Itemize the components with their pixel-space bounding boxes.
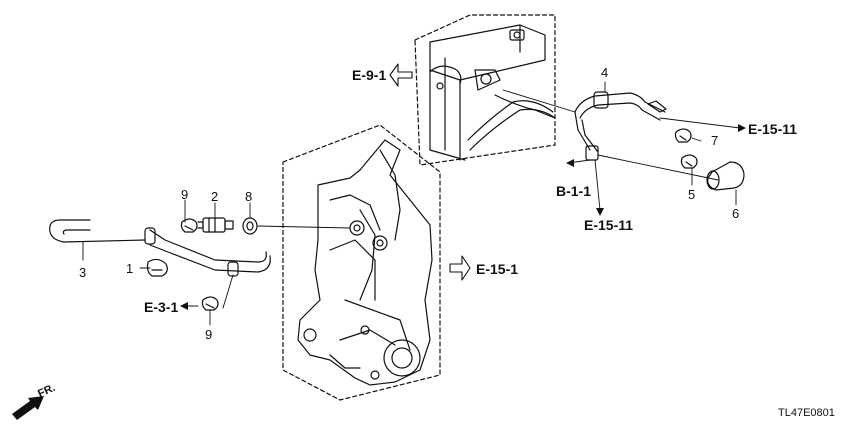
part-number-7: 7 <box>711 133 719 148</box>
clamp-7 <box>674 128 692 143</box>
reference-arrowheads <box>180 124 746 310</box>
clamp-1 <box>146 258 168 277</box>
leader-lines <box>82 81 741 326</box>
part-number-2: 2 <box>211 189 219 204</box>
ref-e-15-11-right: E-15-11 <box>748 121 798 137</box>
part-number-8: 8 <box>245 189 253 204</box>
diagram-code: TL47E0801 <box>778 407 835 419</box>
ref-arrow-e-9-1 <box>389 63 413 87</box>
manifold-boundary <box>414 14 556 166</box>
ref-e-3-1: E-3-1 <box>144 299 179 315</box>
ref-arrow-e-15-1 <box>449 255 471 281</box>
clamp-9-upper <box>180 218 198 233</box>
valve-2 <box>197 217 234 233</box>
washer-8 <box>242 217 258 235</box>
part-number-4: 4 <box>601 65 609 80</box>
front-arrow-icon <box>12 396 44 420</box>
pipe-4 <box>574 91 667 161</box>
part-number-1: 1 <box>126 261 134 276</box>
ref-e-9-1: E-9-1 <box>352 67 387 83</box>
part-number-5: 5 <box>688 187 696 202</box>
intake-manifold-body <box>429 24 556 161</box>
part-number-6: 6 <box>732 206 740 221</box>
clamp-5 <box>680 154 698 169</box>
part-number-9-lower: 9 <box>205 327 213 342</box>
hose-3 <box>49 219 271 277</box>
ref-b-1-1: B-1-1 <box>556 183 592 199</box>
part-number-9-upper: 9 <box>181 187 189 202</box>
cap-6 <box>706 161 745 191</box>
part-number-3: 3 <box>79 265 87 280</box>
ref-e-15-11-bottom: E-15-11 <box>584 217 634 233</box>
ref-e-15-1: E-15-1 <box>476 261 519 277</box>
engine-mount-bracket <box>297 139 433 386</box>
bracket-boundary <box>282 124 441 401</box>
clamp-9-lower <box>201 296 219 311</box>
